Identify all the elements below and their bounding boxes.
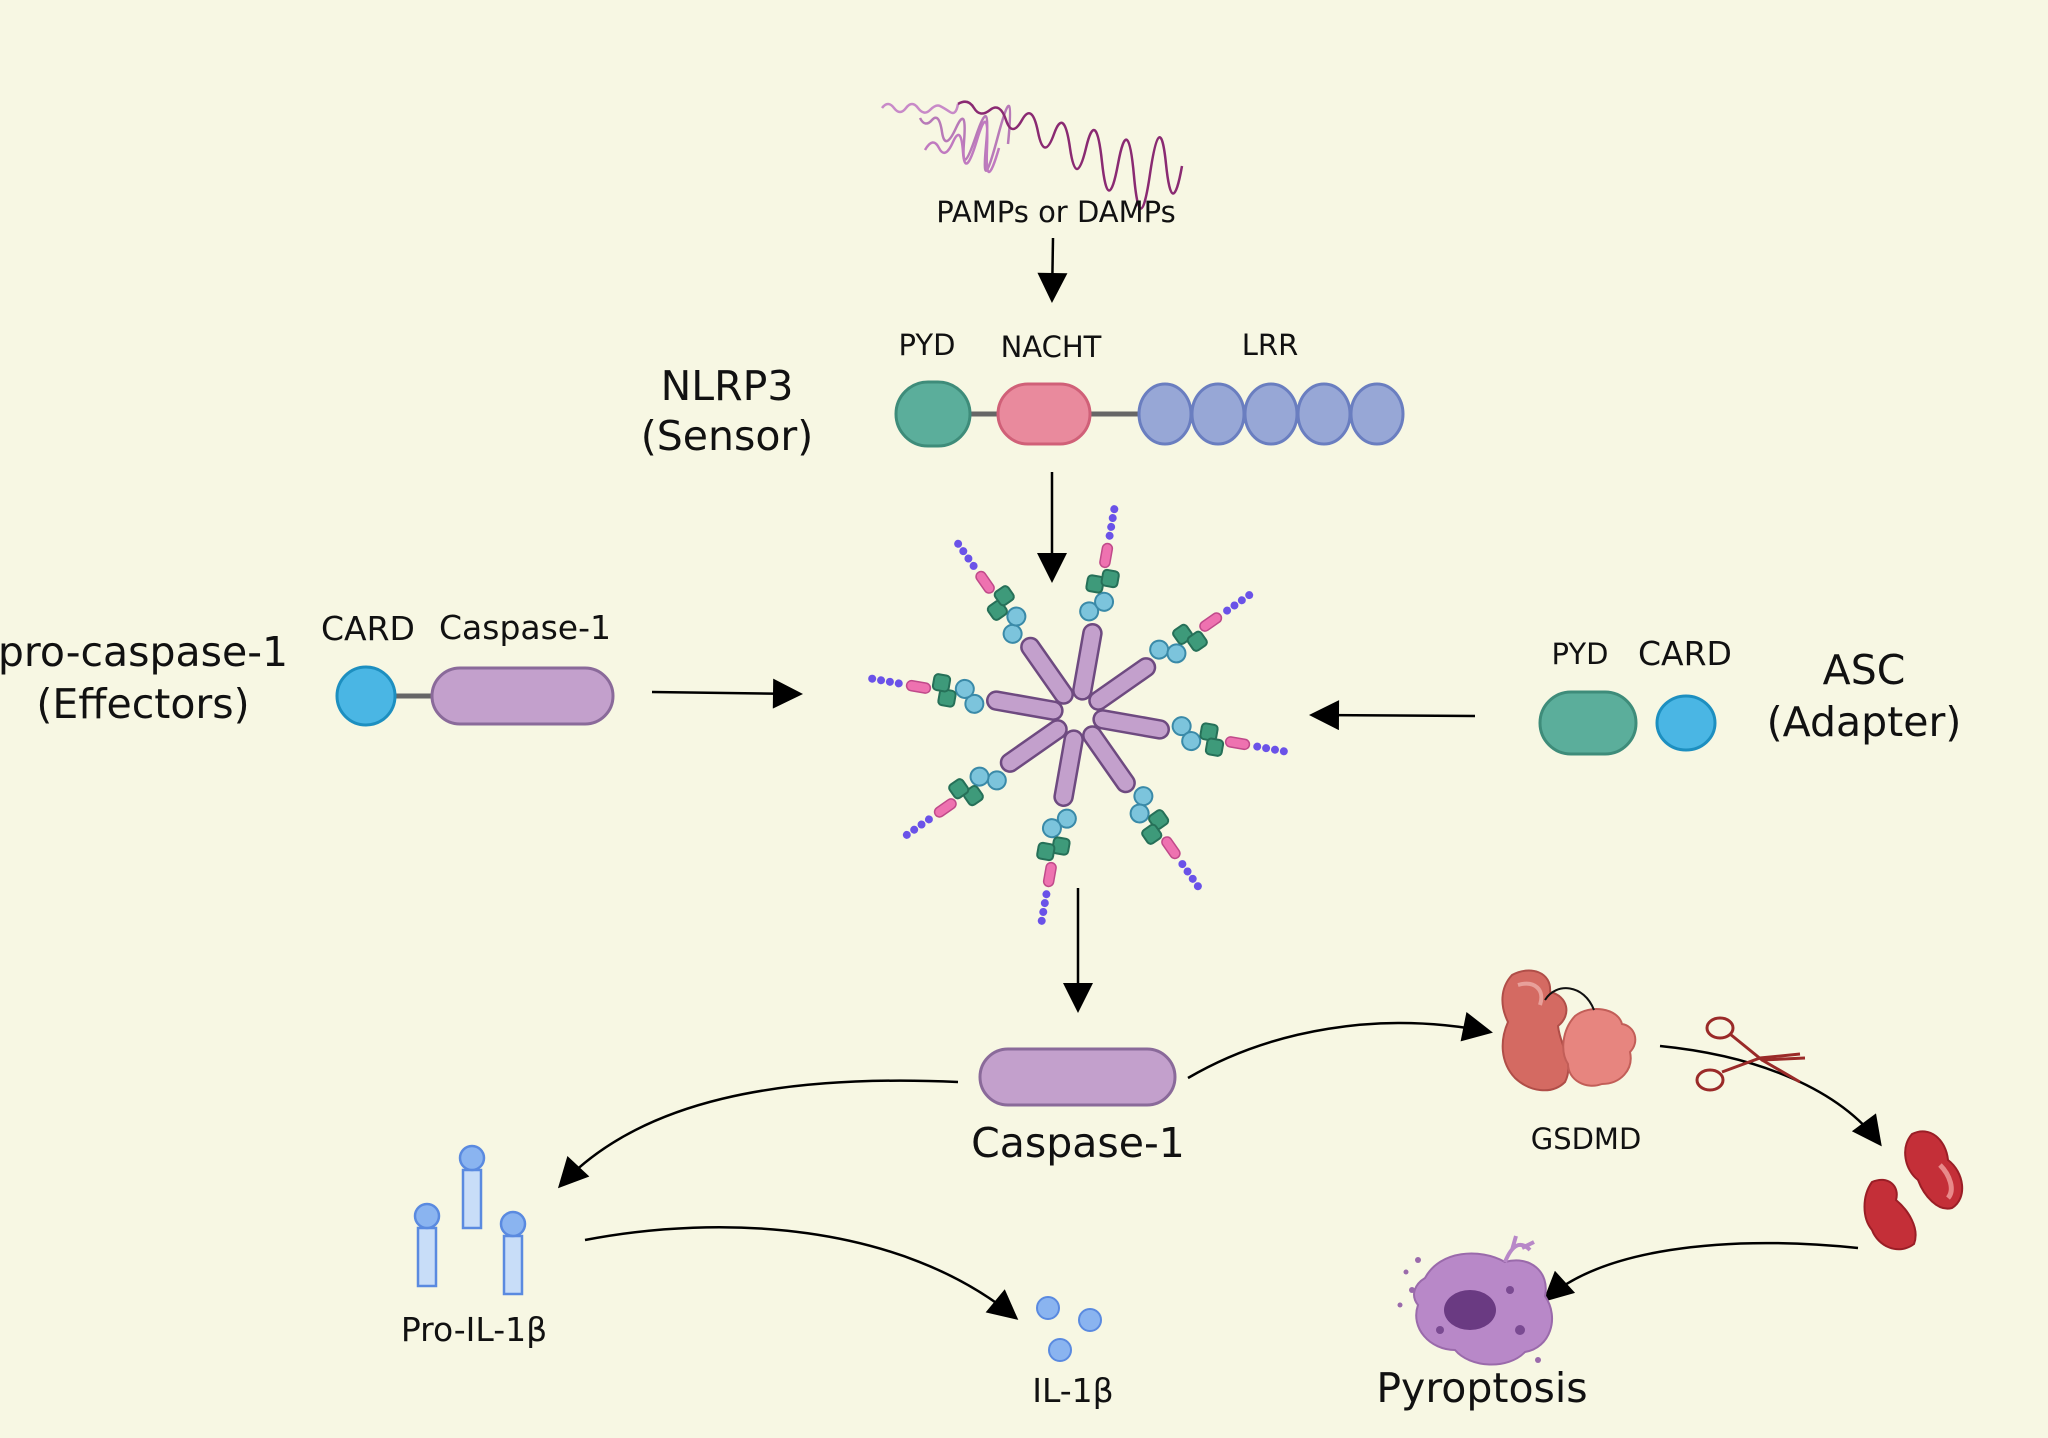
asc-card-domain: [1655, 694, 1717, 752]
pyroptosis-label: Pyroptosis: [1376, 1364, 1587, 1412]
asc-protein: [1538, 690, 1717, 756]
nlrp3-title: NLRP3: [661, 362, 794, 410]
gsdmd-label: GSDMD: [1531, 1122, 1642, 1156]
nlrp3-protein: [894, 380, 1405, 448]
asc-pyd-domain: [1538, 690, 1638, 756]
asc-subtitle: (Adapter): [1767, 698, 1962, 746]
asc-title: ASC: [1823, 646, 1906, 694]
nlrp3-pyd-domain: [894, 380, 972, 448]
nlrp3-lrr-label: LRR: [1242, 328, 1298, 362]
arrow-procaspase-to-inflammasome: [651, 678, 803, 709]
pro-caspase1-title: pro-caspase-1: [0, 628, 288, 676]
cleaved-gsdmd-icon: [1863, 1130, 1964, 1251]
arrow-pro-il1b-to-il1b: [584, 1225, 1019, 1320]
nlrp3-nacht-label: NACHT: [1001, 330, 1102, 364]
inflammasome-complex-icon: [868, 505, 1288, 925]
nlrp3-nacht-domain: [996, 382, 1092, 446]
pro-il1b-icon: [413, 1144, 527, 1296]
pamps-label: PAMPs or DAMPs: [936, 195, 1175, 229]
pyroptosis-cell-icon: [1397, 1235, 1554, 1366]
asc-pyd-label: PYD: [1552, 637, 1609, 671]
arrow-cleaved-to-pyroptosis: [1542, 1241, 1859, 1303]
gsdmd-icon: [1501, 969, 1637, 1092]
nlrp3-pyd-label: PYD: [899, 328, 956, 362]
caspase1-active-icon: [978, 1047, 1177, 1107]
scissors-icon: [1695, 1016, 1806, 1092]
arrow-pamps-to-nlrp3: [1037, 237, 1068, 303]
asc-card-label: CARD: [1638, 634, 1732, 673]
pro-caspase1-card-label: CARD: [321, 609, 415, 648]
arrow-caspase1-to-pro-il1b: [557, 1079, 959, 1189]
pro-caspase1-caspase-label: Caspase-1: [439, 608, 611, 647]
il1b-icon: [1036, 1296, 1102, 1362]
pamps-damps-icon: [881, 100, 1184, 210]
pro-caspase1-caspase-domain: [430, 666, 615, 726]
pro-caspase1-card-domain: [335, 665, 397, 727]
arrow-caspase1-to-gsdmd: [1187, 1012, 1493, 1080]
pro-il1b-label: Pro-IL-1β: [401, 1310, 547, 1349]
pro-caspase1-subtitle: (Effectors): [36, 680, 249, 728]
pro-caspase1-protein: [335, 665, 615, 727]
caspase1-label: Caspase-1: [971, 1119, 1185, 1167]
nlrp3-lrr-domain: [1137, 382, 1405, 446]
nlrp3-subtitle: (Sensor): [641, 412, 814, 460]
il1b-label: IL-1β: [1032, 1371, 1114, 1410]
arrow-asc-to-inflammasome: [1309, 700, 1476, 731]
